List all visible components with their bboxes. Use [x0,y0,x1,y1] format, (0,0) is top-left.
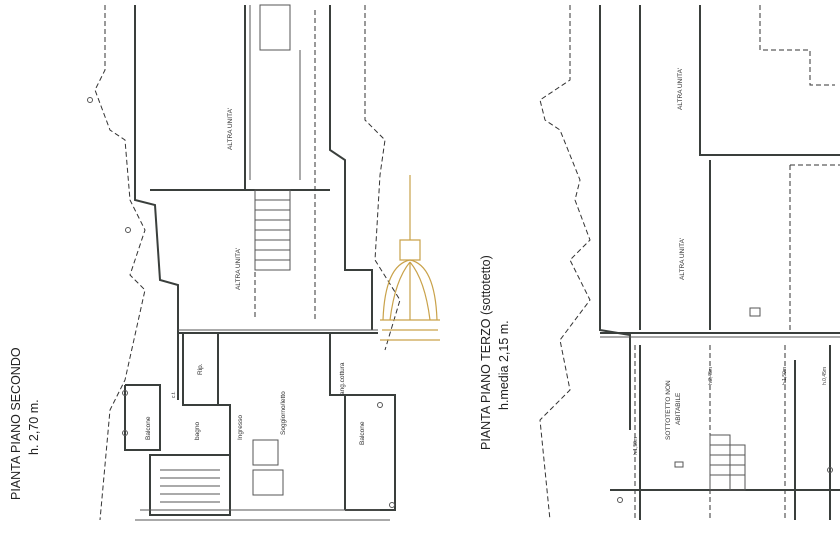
room-attic-line2: ABITABILE [675,392,682,425]
room-balcony-right: Balcone [359,421,366,445]
height-label-4: h.0,45m [822,367,828,385]
height-label-2: h.2,45m [708,367,714,385]
room-balcony-left: Balcone [145,416,152,440]
room-kitchen: ang.cottura [339,362,346,395]
stair-attic [709,434,746,491]
room-bath: bagno [194,422,201,440]
plan-left-title: PIANTA PIANO SECONDO [9,347,23,500]
plan-right-title: PIANTA PIANO TERZO (sottotetto) [479,255,493,450]
plan-third-floor: PIANTA PIANO TERZO (sottotetto) h.media … [479,5,840,521]
plan-second-floor: PIANTA PIANO SECONDO h. 2,70 m. [9,4,401,521]
height-label-3: h.1,50m [782,367,788,385]
room-other-unit-mid: ALTRA UNITA' [235,248,242,290]
room-other-unit-mid-right: ALTRA UNITA' [679,238,686,280]
height-label-1: h.1,50m [633,437,639,455]
room-living: Soggiorno/letto [280,391,287,435]
plan-right-height: h.media 2,15 m. [497,320,511,410]
mole-logo [380,175,440,341]
room-attic-line1: SOTTOTETTO NON [665,380,672,440]
room-small: c.t. [171,391,177,398]
room-other-unit-top: ALTRA UNITA' [227,108,234,150]
room-other-unit-top-right: ALTRA UNITA' [677,68,684,110]
room-entrance: Ingresso [237,415,244,440]
stair-top [254,4,291,271]
plan-left-height: h. 2,70 m. [27,399,41,455]
room-storage: Rip. [197,363,204,375]
